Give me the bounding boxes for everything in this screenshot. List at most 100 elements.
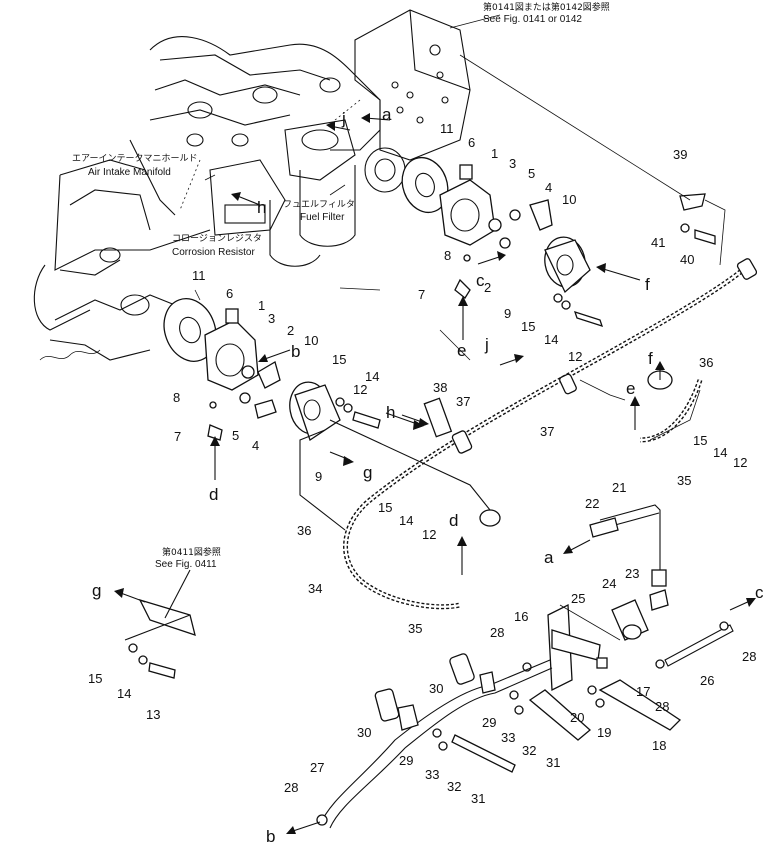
part-number: 23 [625, 566, 639, 581]
part-number: 22 [585, 496, 599, 511]
arrow-icon [458, 296, 468, 340]
part-number: 15 [332, 352, 346, 367]
part-number: 37 [540, 424, 554, 439]
arrow-icon [401, 414, 429, 428]
arrow-icon [286, 821, 321, 834]
part-number: 11 [440, 121, 454, 136]
part-number: 12 [353, 382, 367, 397]
connection-letter: a [382, 105, 392, 124]
lower-assembly-drawing [163, 298, 453, 442]
part-number: 24 [602, 576, 616, 591]
arrow-icon [563, 539, 591, 554]
arrow-icon [385, 412, 424, 430]
part-number: 4 [545, 180, 552, 195]
arrow-icon [596, 263, 641, 281]
arrow-icon [729, 598, 756, 611]
part-number: 14 [117, 686, 131, 701]
fig-ref-top-en: See Fig. 0141 or 0142 [483, 14, 582, 25]
air-intake-jp: エアーインテークマニホールド [72, 153, 197, 164]
part-number: 3 [268, 311, 275, 326]
part-number-labels: 1 1 2 2 3 3 4 4 5 5 6 6 7 7 8 8 9 9 10 1… [88, 121, 756, 806]
part-number: 30 [429, 681, 443, 696]
part-number: 8 [444, 248, 451, 263]
arrow-icon [258, 349, 291, 362]
arrow-icon [655, 361, 665, 380]
bracket-drawing [124, 569, 196, 679]
part-number: 14 [365, 369, 379, 384]
part-number: 35 [408, 621, 422, 636]
corrosion-jp: コロージョンレジスタ [172, 233, 262, 244]
arrows [114, 113, 756, 834]
leader-lines [179, 14, 726, 641]
part-number: 27 [310, 760, 324, 775]
upper-assembly-drawing [401, 156, 716, 328]
part-number: 41 [651, 235, 665, 250]
engine-block-drawing [33, 9, 471, 361]
callouts: 第0141図または第0142図参照 See Fig. 0141 or 0142 … [72, 1, 610, 570]
fig-ref-bottom-jp: 第0411図参照 [162, 546, 221, 558]
arrow-icon [231, 192, 261, 206]
corrosion-en: Corrosion Resistor [172, 247, 255, 258]
part-number: 19 [597, 725, 611, 740]
part-number: 29 [482, 715, 496, 730]
part-number: 1 [258, 298, 265, 313]
arrow-icon [477, 251, 506, 265]
part-number: 40 [680, 252, 694, 267]
part-number: 10 [562, 192, 576, 207]
connection-letter: j [341, 109, 346, 128]
part-number: 14 [399, 513, 413, 528]
part-number: 16 [514, 609, 528, 624]
air-intake-en: Air Intake Manifold [88, 167, 171, 178]
arrow-icon [210, 436, 220, 480]
connection-letter: a [544, 548, 554, 567]
arrow-icon [499, 354, 524, 366]
part-number: 28 [742, 649, 756, 664]
part-number: 36 [699, 355, 713, 370]
part-number: 11 [192, 268, 206, 283]
part-number: 36 [297, 523, 311, 538]
part-number: 20 [570, 710, 584, 725]
part-number: 32 [447, 779, 461, 794]
fuel-filter-en: Fuel Filter [300, 212, 345, 223]
part-number: 17 [636, 684, 650, 699]
connection-letter: b [291, 342, 300, 361]
connection-letter: d [449, 511, 458, 530]
part-number: 18 [652, 738, 666, 753]
part-number: 12 [568, 349, 582, 364]
connection-letters: a a b b c c d d e e f f g g h h j j [92, 105, 764, 845]
part-number: 14 [713, 445, 727, 460]
fuel-piping-drawing [316, 504, 734, 829]
part-number: 31 [471, 791, 485, 806]
part-number: 33 [501, 730, 515, 745]
part-number: 35 [677, 473, 691, 488]
part-number: 14 [544, 332, 558, 347]
connection-letter: d [209, 485, 218, 504]
part-number: 1 [491, 146, 498, 161]
part-number: 30 [357, 725, 371, 740]
arrow-icon [326, 121, 351, 131]
connection-letter: b [266, 827, 275, 845]
part-number: 39 [673, 147, 687, 162]
arrow-icon [457, 536, 467, 575]
part-number: 15 [521, 319, 535, 334]
part-number: 38 [433, 380, 447, 395]
part-number: 2 [484, 280, 491, 295]
arrow-icon [361, 113, 391, 123]
connection-letter: g [92, 581, 101, 600]
part-number: 6 [468, 135, 475, 150]
connection-letter: e [626, 379, 635, 398]
part-number: 7 [174, 429, 181, 444]
part-number: 28 [284, 780, 298, 795]
fuel-filter-jp: フュエルフィルタ [283, 199, 355, 210]
part-number: 25 [571, 591, 585, 606]
part-number: 37 [456, 394, 470, 409]
part-number: 5 [232, 428, 239, 443]
part-number: 34 [308, 581, 322, 596]
connection-letter: j [484, 335, 489, 354]
wiring-hose [299, 258, 758, 610]
part-number: 21 [612, 480, 626, 495]
part-number: 33 [425, 767, 439, 782]
part-number: 15 [88, 671, 102, 686]
part-number: 6 [226, 286, 233, 301]
